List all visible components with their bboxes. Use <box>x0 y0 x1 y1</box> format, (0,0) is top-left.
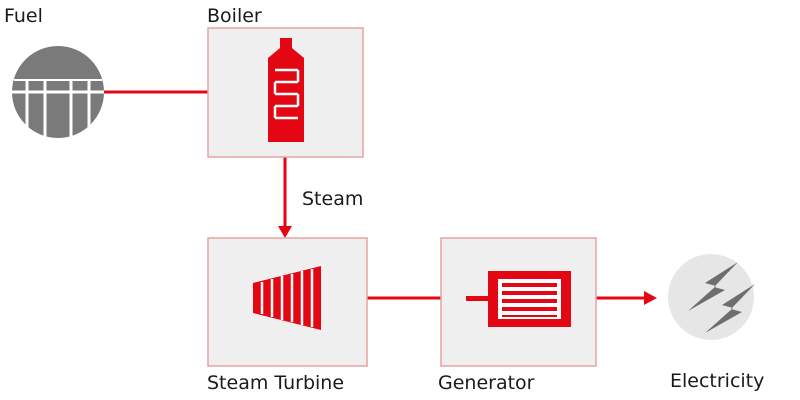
lightning-bolt-icon <box>668 254 755 340</box>
generator-icon <box>466 271 571 327</box>
turbine-icon <box>253 266 321 330</box>
steam-turbine-label: Steam Turbine <box>207 372 345 394</box>
fuel-label: Fuel <box>4 5 43 27</box>
electricity-label: Electricity <box>670 370 765 392</box>
generator-to-electricity-arrowhead <box>644 291 657 305</box>
generator-box <box>440 237 597 367</box>
boiler-box <box>207 27 364 158</box>
boiler-icon <box>268 38 304 142</box>
boiler-to-turbine-arrowhead <box>278 226 292 238</box>
generator-label: Generator <box>438 372 535 394</box>
boiler-label: Boiler <box>207 5 262 27</box>
steam-turbine-box <box>207 237 368 367</box>
steam-label: Steam <box>302 188 364 210</box>
fuel-tank-icon <box>12 46 104 138</box>
